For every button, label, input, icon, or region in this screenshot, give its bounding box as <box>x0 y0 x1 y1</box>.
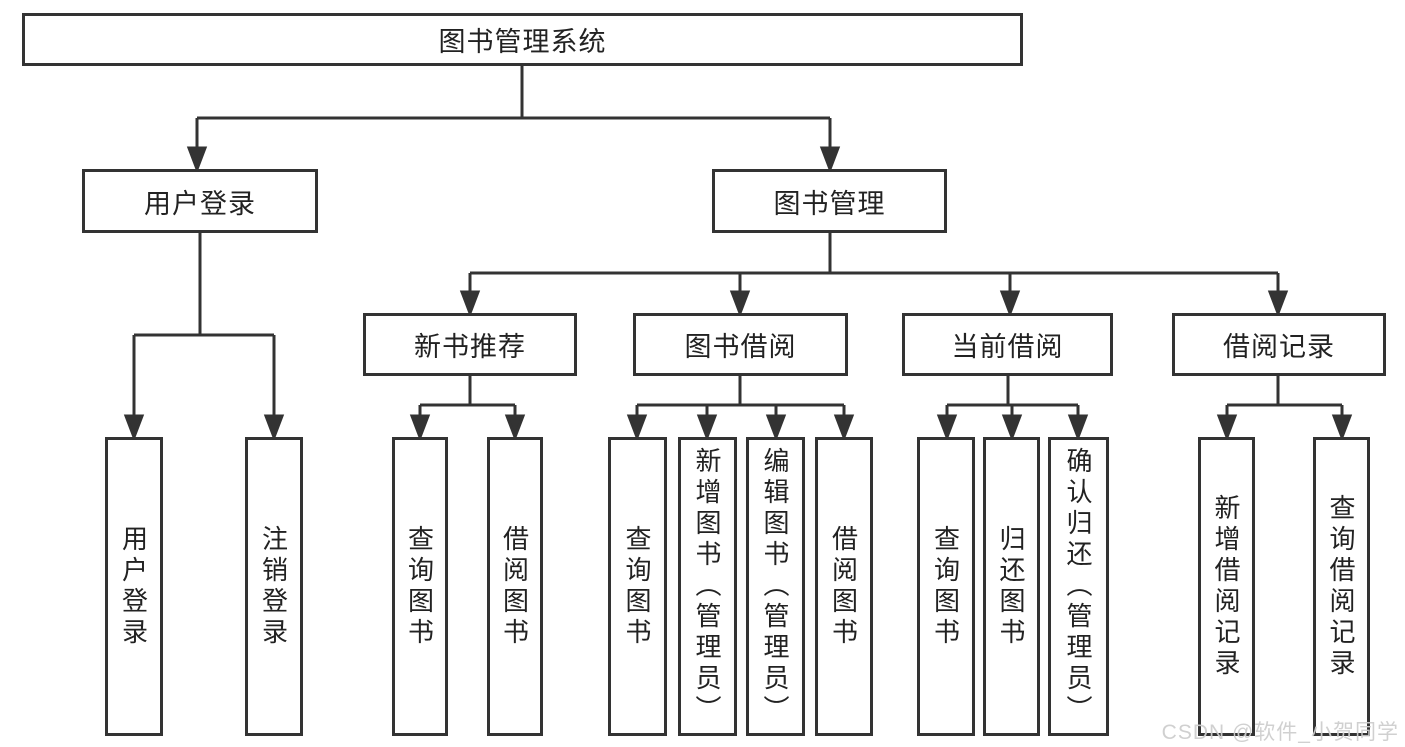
leaf-records-query-borrow-record: 查询借阅记录 <box>1313 437 1370 736</box>
leaf-newrec-borrow-books: 借阅图书 <box>487 437 543 736</box>
csdn-watermark: CSDN @软件_小贺同学 <box>1161 721 1399 744</box>
node-user-login-branch: 用户登录 <box>82 169 318 233</box>
leaf-current-confirm-return-admin: 确认归还（管理员） <box>1048 437 1109 736</box>
leaf-borrow-query-books: 查询图书 <box>608 437 667 736</box>
node-book-management-branch: 图书管理 <box>712 169 947 233</box>
edge-new-rec-to-leaves <box>409 376 526 442</box>
node-library-management-system: 图书管理系统 <box>22 13 1023 66</box>
leaf-current-return-books: 归还图书 <box>983 437 1040 736</box>
leaf-current-query-books: 查询图书 <box>917 437 975 736</box>
leaf-borrow-add-books-admin: 新增图书（管理员） <box>678 437 737 736</box>
edge-book-borrow-to-leaves <box>626 376 855 442</box>
leaf-borrow-borrow-books: 借阅图书 <box>815 437 873 736</box>
edge-root-to-branches <box>186 66 841 174</box>
node-borrowing-records: 借阅记录 <box>1172 313 1386 376</box>
node-current-borrowing: 当前借阅 <box>902 313 1113 376</box>
leaf-records-add-borrow-record: 新增借阅记录 <box>1198 437 1255 736</box>
node-new-book-recommendation: 新书推荐 <box>363 313 577 376</box>
leaf-newrec-query-books: 查询图书 <box>392 437 448 736</box>
node-book-borrowing: 图书借阅 <box>633 313 848 376</box>
edge-book-mgmt-to-sections <box>459 233 1289 318</box>
leaf-user-login: 用户登录 <box>105 437 163 736</box>
leaf-logout: 注销登录 <box>245 437 303 736</box>
edge-user-login-to-leaves <box>123 233 285 442</box>
leaf-borrow-edit-books-admin: 编辑图书（管理员） <box>746 437 805 736</box>
edge-current-borrow-to-leaves <box>936 376 1089 442</box>
edge-records-to-leaves <box>1216 376 1353 442</box>
